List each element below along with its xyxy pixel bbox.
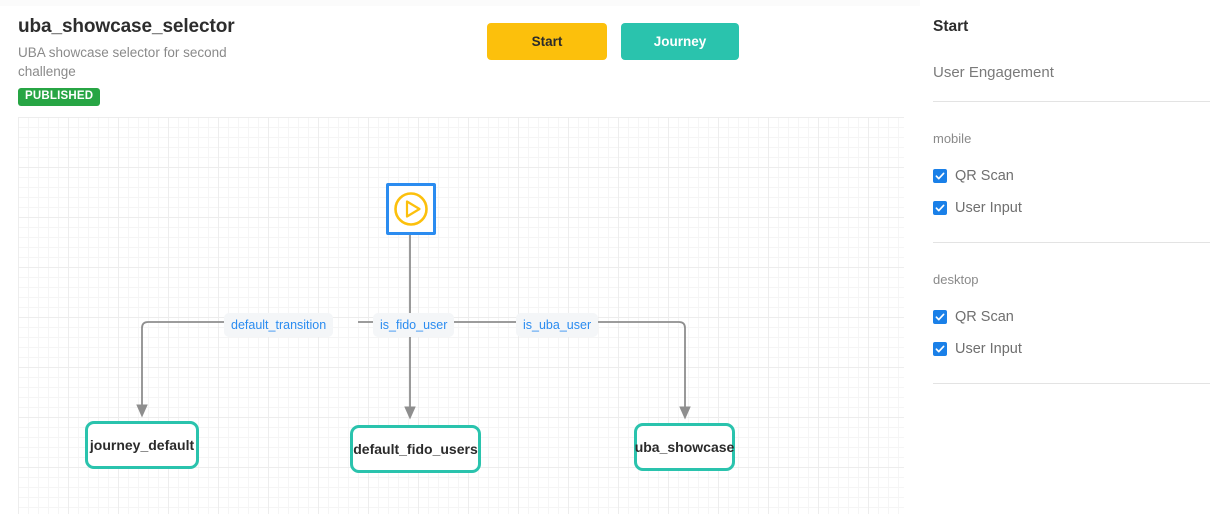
play-circle-icon xyxy=(392,190,430,228)
group-label-mobile: mobile xyxy=(933,131,971,146)
group-label-desktop: desktop xyxy=(933,272,979,287)
properties-sidebar: Start User Engagement mobile QR Scan Use… xyxy=(920,0,1217,514)
sidebar-subtitle: User Engagement xyxy=(933,64,1054,81)
sidebar-divider-3 xyxy=(933,383,1210,384)
checkbox-label: QR Scan xyxy=(955,168,1014,184)
flow-node-default-fido-users[interactable]: default_fido_users xyxy=(350,425,481,473)
page-title: uba_showcase_selector xyxy=(18,16,448,38)
checkbox-label: User Input xyxy=(955,200,1022,216)
checkbox-label: QR Scan xyxy=(955,309,1014,325)
check-icon xyxy=(933,169,947,183)
edge-label-is-uba-user[interactable]: is_uba_user xyxy=(516,313,598,337)
journey-button[interactable]: Journey xyxy=(621,23,739,60)
sidebar-divider-2 xyxy=(933,242,1210,243)
sidebar-divider-1 xyxy=(933,101,1210,102)
checkbox-desktop-qr-scan[interactable]: QR Scan xyxy=(933,309,1014,325)
header-button-row: Start Journey xyxy=(487,23,739,60)
check-icon xyxy=(933,342,947,356)
checkbox-desktop-user-input[interactable]: User Input xyxy=(933,341,1022,357)
flow-canvas[interactable]: default_transition is_fido_user is_uba_u… xyxy=(18,117,904,514)
check-icon xyxy=(933,201,947,215)
check-icon xyxy=(933,310,947,324)
flow-node-journey-default[interactable]: journey_default xyxy=(85,421,199,469)
checkbox-mobile-user-input[interactable]: User Input xyxy=(933,200,1022,216)
checkbox-mobile-qr-scan[interactable]: QR Scan xyxy=(933,168,1014,184)
checkbox-label: User Input xyxy=(955,341,1022,357)
page-subtitle: UBA showcase selector for second challen… xyxy=(18,43,240,81)
document-header: uba_showcase_selector UBA showcase selec… xyxy=(18,16,448,106)
start-button[interactable]: Start xyxy=(487,23,607,60)
edge-label-default-transition[interactable]: default_transition xyxy=(224,313,333,337)
status-badge: PUBLISHED xyxy=(18,88,100,106)
sidebar-title: Start xyxy=(933,18,968,36)
edge-label-is-fido-user[interactable]: is_fido_user xyxy=(373,313,454,337)
flow-node-uba-showcase[interactable]: uba_showcase xyxy=(634,423,735,471)
flow-node-start[interactable] xyxy=(386,183,436,235)
